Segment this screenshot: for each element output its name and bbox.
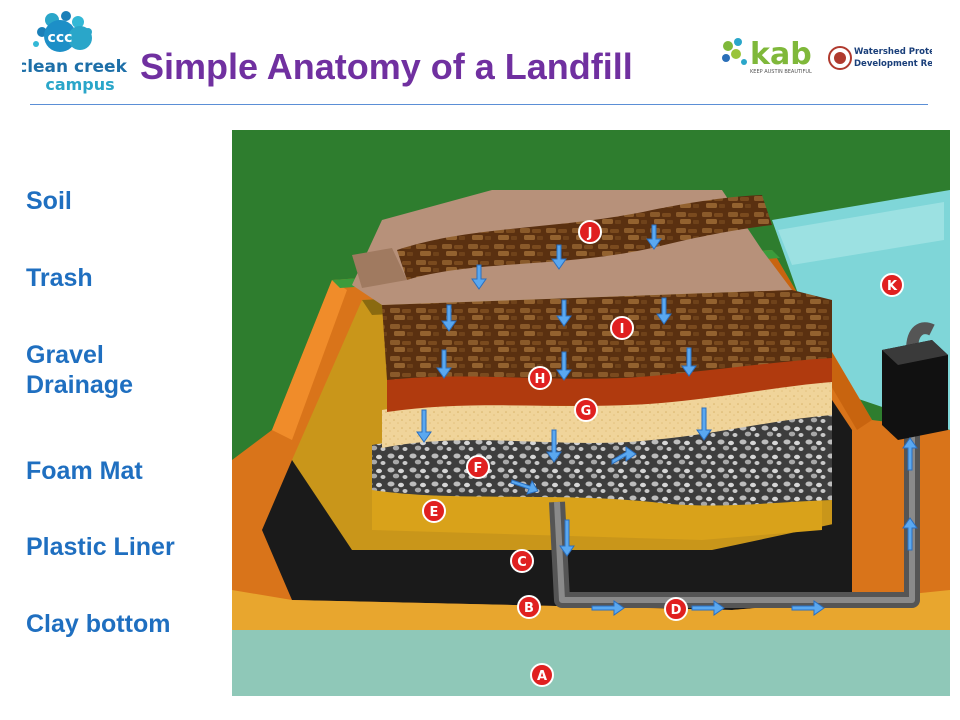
natural-ground-layer (232, 630, 950, 696)
trash-layer (382, 290, 832, 380)
marker-c: C (510, 549, 534, 573)
flow-arrows (416, 224, 918, 616)
marker-f: F (466, 455, 490, 479)
marker-g: G (574, 398, 598, 422)
wpd-line1: Watershed Protection (854, 47, 932, 57)
legend-item-gravel-drainage: Gravel Drainage (26, 341, 133, 399)
collection-tank (882, 340, 948, 440)
svg-text:ccc: ccc (48, 30, 73, 46)
marker-e: E (422, 499, 446, 523)
svg-text:G: G (581, 404, 592, 419)
svg-text:F: F (474, 461, 483, 476)
svg-text:H: H (535, 372, 546, 387)
marker-k: K (880, 273, 904, 297)
svg-text:D: D (671, 603, 682, 618)
legend-item-soil: Soil (26, 187, 72, 215)
clay-bottom-layer (232, 590, 950, 640)
kab-logo: kab KEEP AUSTIN BEAUTIFUL (720, 36, 820, 76)
svg-text:E: E (430, 505, 439, 520)
marker-j: J (578, 220, 602, 244)
page-title: Simple Anatomy of a Landfill (140, 46, 633, 87)
wpd-line2: Development Review (854, 59, 932, 69)
legend-item-plastic-liner: Plastic Liner (26, 533, 175, 561)
marker-a: A (530, 663, 554, 687)
svg-text:B: B (524, 601, 534, 616)
marker-b: B (517, 595, 541, 619)
clean-creek-campus-logo: ccc clean creek campus (17, 8, 132, 98)
svg-text:K: K (887, 279, 898, 294)
svg-text:I: I (620, 322, 625, 337)
plastic-liner-layer (262, 460, 852, 610)
svg-text:A: A (537, 669, 547, 684)
landfill-diagram: A B C D E F G (232, 130, 950, 696)
svg-text:C: C (517, 555, 527, 570)
legend-item-foam-mat: Foam Mat (26, 457, 143, 485)
header-divider (30, 104, 928, 105)
logo-left-line1: clean creek (22, 57, 128, 77)
kab-wordmark: kab (750, 37, 812, 72)
legend-item-trash: Trash (26, 264, 93, 292)
marker-d: D (664, 597, 688, 621)
kab-tagline: KEEP AUSTIN BEAUTIFUL (750, 69, 812, 75)
legend-item-clay-bottom: Clay bottom (26, 610, 171, 638)
svg-text:J: J (587, 226, 593, 241)
landfill-illustration: A B C D E F G (232, 130, 950, 696)
watershed-protection-logo: Watershed Protection Development Review (828, 40, 959, 76)
logo-left-line2: campus (45, 75, 114, 94)
marker-i: I (610, 316, 634, 340)
marker-h: H (528, 366, 552, 390)
